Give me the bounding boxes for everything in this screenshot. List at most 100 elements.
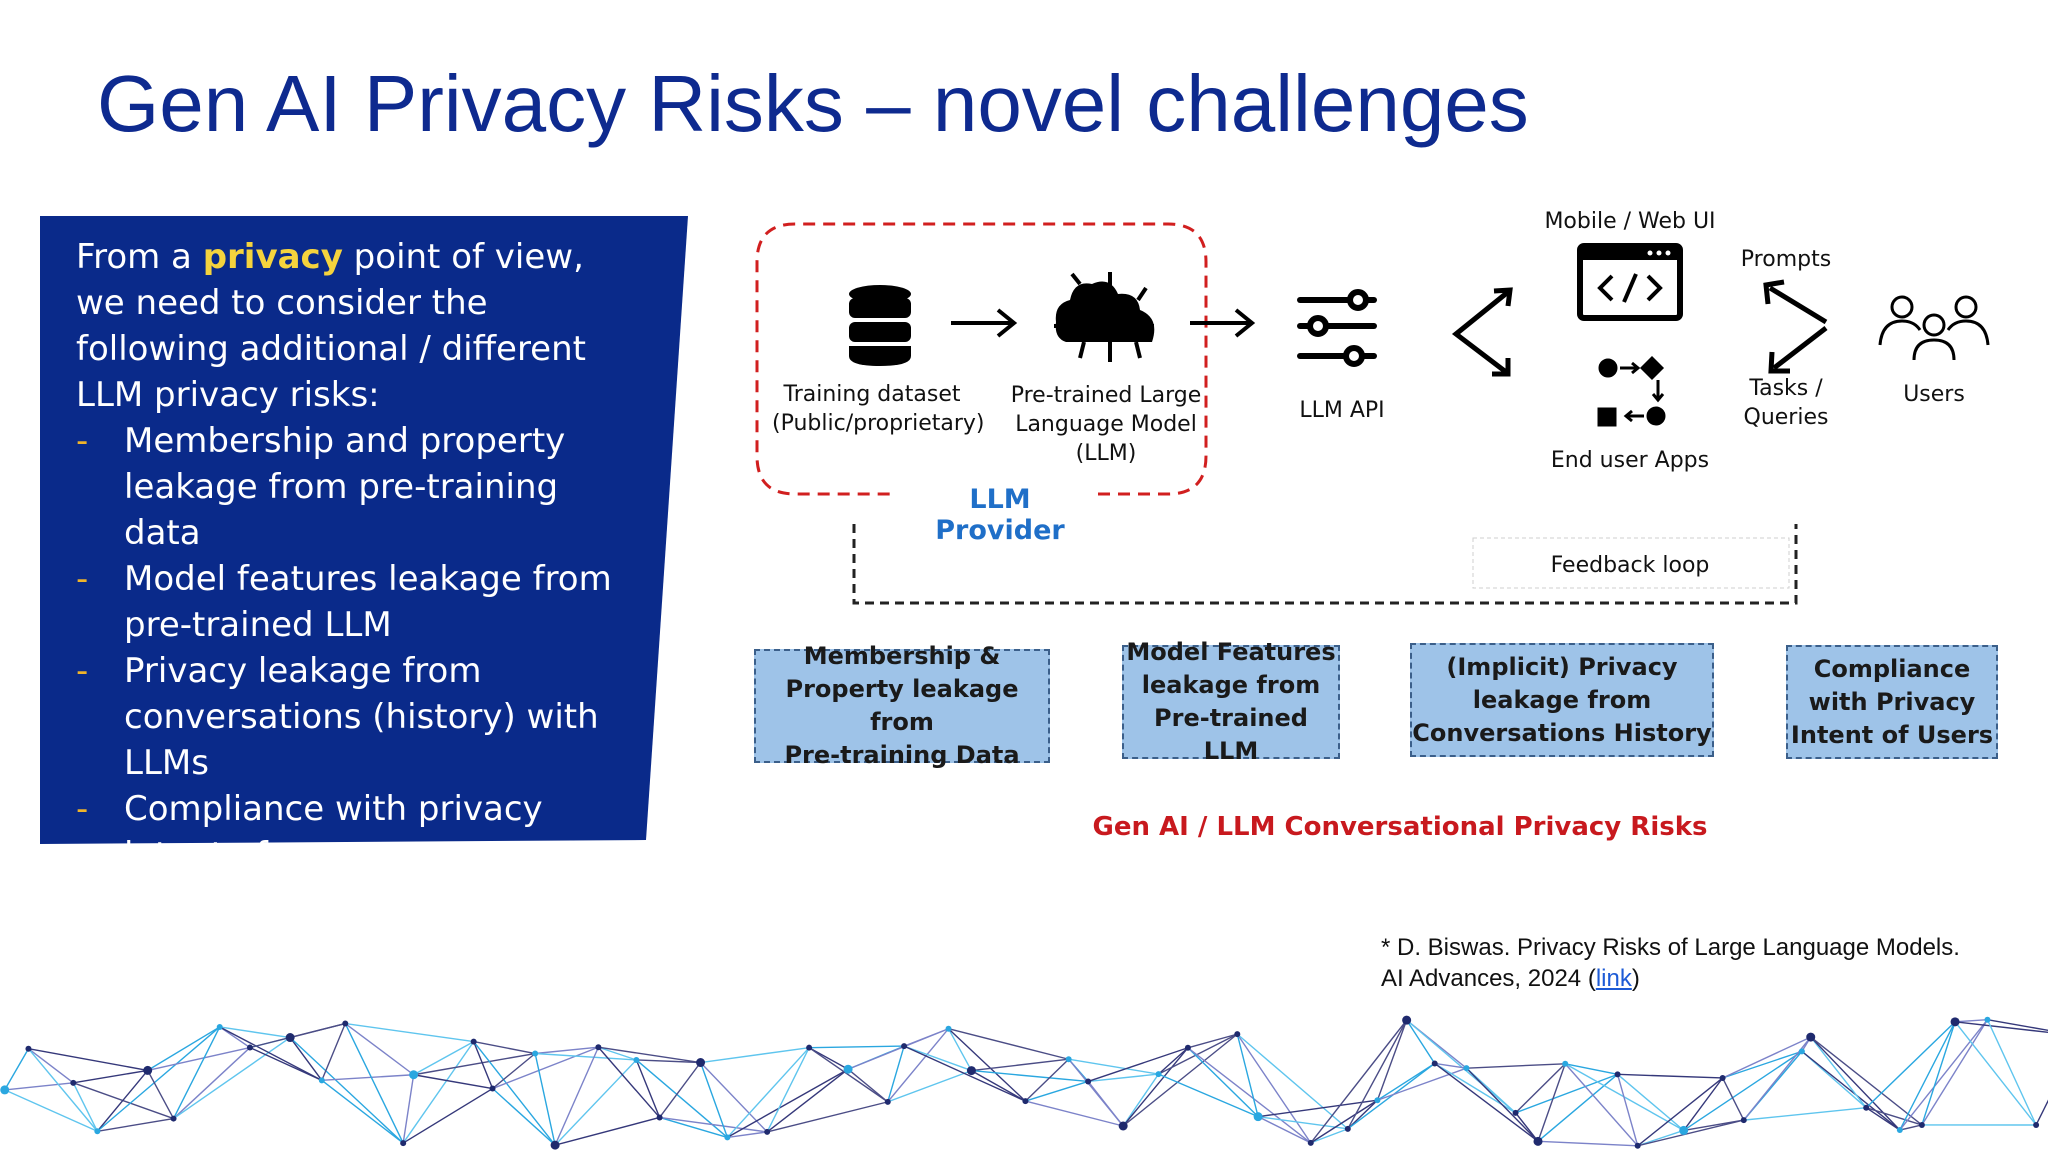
mesh-line <box>473 1040 536 1055</box>
mesh-line <box>903 1045 1026 1102</box>
mesh-node <box>143 1065 153 1075</box>
mesh-line <box>948 1028 1069 1060</box>
mesh-line <box>1616 1074 1639 1146</box>
mesh-line <box>1236 1033 1312 1144</box>
mesh-line <box>1564 1063 1639 1147</box>
mesh-line <box>1515 1073 1618 1114</box>
mesh-line <box>1810 1036 1923 1126</box>
mesh-line <box>1683 1050 1803 1131</box>
mesh-node <box>342 1020 349 1027</box>
mesh-line <box>289 1037 323 1081</box>
mesh-line <box>1465 1067 1539 1142</box>
mesh-line <box>173 1047 251 1120</box>
panel-text: From a privacy point of view, we need to… <box>76 234 636 878</box>
mesh-line <box>4 1082 74 1091</box>
mesh-line <box>1088 1073 1159 1083</box>
mesh-line <box>492 1088 556 1146</box>
mesh-node <box>246 1044 253 1051</box>
mesh-node <box>1184 1044 1191 1051</box>
mesh-line <box>1406 1019 1436 1064</box>
mesh-node <box>1740 1117 1747 1124</box>
sliders-icon <box>1297 289 1377 367</box>
mesh-node <box>1512 1109 1519 1116</box>
mesh-node <box>1679 1125 1689 1135</box>
mesh-line <box>321 1074 414 1082</box>
slide-title: Gen AI Privacy Risks – novel challenges <box>97 59 1529 148</box>
mesh-line <box>28 1048 148 1072</box>
mesh-line <box>766 1047 810 1133</box>
mesh-line <box>219 1026 323 1081</box>
mesh-node <box>1155 1071 1162 1078</box>
mesh-node <box>1463 1065 1470 1072</box>
mesh-node <box>1806 1032 1816 1042</box>
mesh-line <box>1617 1073 1685 1131</box>
mesh-line <box>808 1047 849 1070</box>
mesh-line <box>1987 1019 2048 1032</box>
mesh-node <box>1863 1104 1870 1111</box>
mesh-line <box>1310 1019 1408 1144</box>
mesh-line <box>147 1046 251 1072</box>
mesh-node <box>1374 1097 1381 1104</box>
mesh-line <box>1810 1036 1901 1131</box>
mesh-node <box>318 1077 325 1084</box>
mesh-line <box>492 1052 536 1090</box>
mesh-line <box>971 1058 1069 1072</box>
privacy-risks-panel: From a privacy point of view, we need to… <box>40 216 688 875</box>
mesh-line <box>413 1040 475 1076</box>
mesh-line <box>1986 1019 2037 1126</box>
mesh-line <box>1187 1033 1238 1049</box>
mesh-node <box>285 1033 295 1043</box>
bullet-item: -Membership and property leakage from pr… <box>76 421 566 553</box>
mesh-line <box>887 1069 972 1103</box>
mesh-line <box>598 1046 701 1064</box>
mesh-line <box>809 1045 905 1049</box>
mesh-line <box>28 1048 74 1084</box>
feedback-loop-label: Feedback loop <box>1550 553 1710 578</box>
mesh-line <box>597 1046 661 1118</box>
mesh-line <box>173 1036 291 1120</box>
mesh-line <box>492 1046 599 1090</box>
mesh-node <box>550 1140 560 1150</box>
risks-caption: Gen AI / LLM Conversational Privacy Risk… <box>1092 812 1708 842</box>
mesh-node <box>1022 1098 1029 1105</box>
mesh-node <box>1431 1060 1438 1067</box>
mesh-line <box>534 1053 556 1146</box>
prompts-arrow <box>1763 279 1828 325</box>
users-icon <box>1878 295 1990 361</box>
mesh-line <box>1187 1047 1312 1144</box>
mesh-line <box>971 1069 1026 1102</box>
mesh-line <box>1865 1107 1901 1131</box>
bullet-item: -Privacy leakage from conversations (his… <box>76 651 599 783</box>
mesh-line <box>727 1131 768 1139</box>
mesh-line <box>473 1041 556 1146</box>
mesh-node <box>409 1070 419 1080</box>
mesh-node <box>1253 1112 1263 1122</box>
mesh-line <box>1565 1063 1618 1076</box>
mesh-line <box>1683 1077 1724 1131</box>
mesh-node <box>1402 1015 1412 1025</box>
mesh-line <box>1637 1077 1724 1147</box>
mesh-line <box>344 1023 404 1144</box>
mesh-line <box>1406 1019 1517 1114</box>
mesh-line <box>700 1046 810 1064</box>
mesh-line <box>1921 1019 1989 1126</box>
mesh-node <box>764 1128 771 1135</box>
mesh-node <box>966 1066 976 1076</box>
mesh-line <box>1377 1062 1436 1101</box>
mesh-line <box>97 1117 174 1132</box>
pretrained-llm-label: Pre-trained Large Language Model (LLM) <box>1010 383 1202 466</box>
mesh-line <box>903 1045 972 1072</box>
citation-link[interactable]: link <box>1595 965 1632 992</box>
arrow-llm-to-api <box>1190 308 1256 338</box>
mesh-line <box>1158 1033 1238 1075</box>
mesh-node <box>1562 1060 1569 1067</box>
mesh-node <box>170 1115 177 1122</box>
mesh-line <box>402 1041 475 1144</box>
mesh-line <box>535 1046 599 1055</box>
mesh-line <box>1187 1047 1259 1118</box>
mesh-line <box>535 1052 637 1061</box>
citation-line-1: * D. Biswas. Privacy Risks of Large Lang… <box>1381 934 1960 961</box>
mesh-node <box>633 1056 640 1063</box>
